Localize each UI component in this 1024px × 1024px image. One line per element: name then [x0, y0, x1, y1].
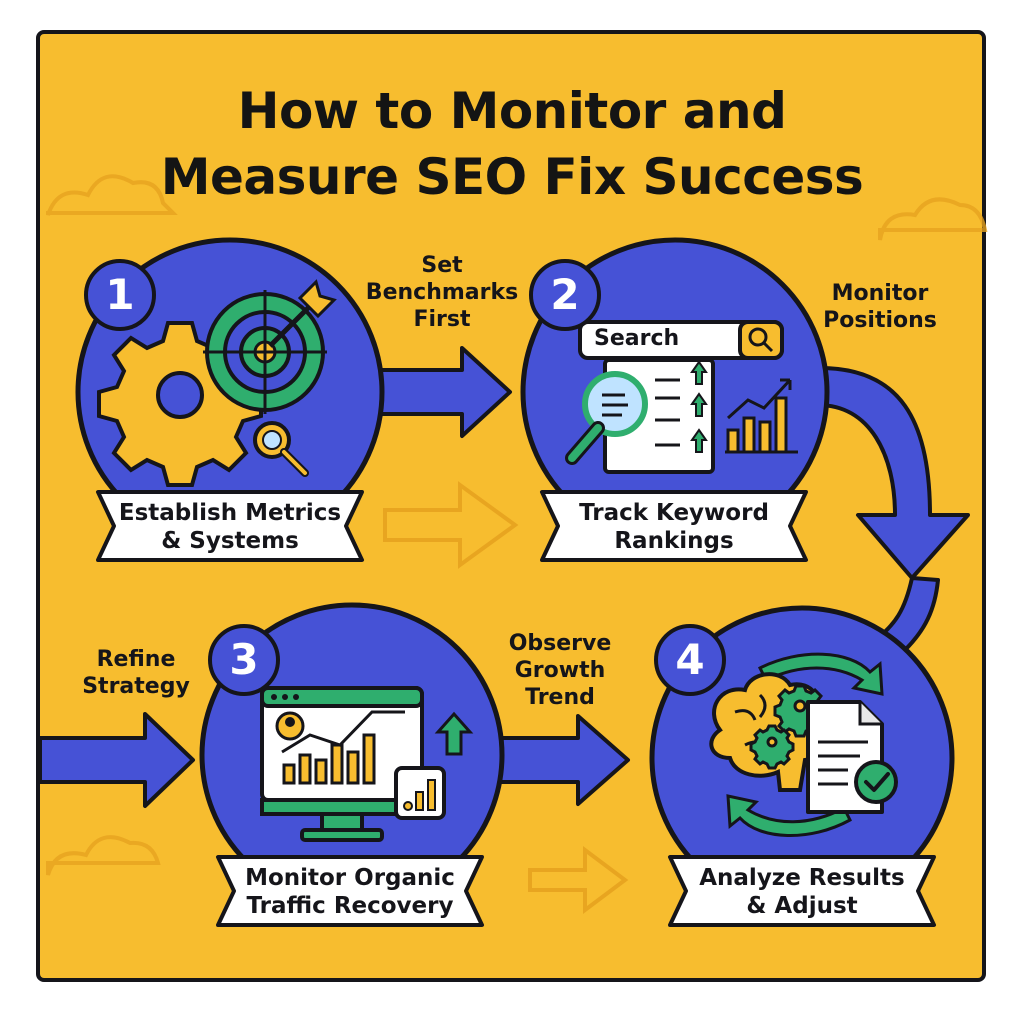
step-4-title-line-1: Analyze Results: [699, 865, 905, 891]
decor-arrow-icons: [383, 481, 629, 914]
connector-4-label-line-1: Refine: [96, 647, 176, 672]
connector-arrow-1: [370, 346, 512, 438]
step-3-banner: [216, 855, 484, 927]
target-icon: [203, 279, 337, 414]
page-title-line-2: Measure SEO Fix Success: [160, 148, 864, 206]
connector-arrow-3: [490, 714, 630, 806]
step-4-title: Analyze Results & Adjust: [680, 864, 924, 920]
monitor-chart-icon: [260, 686, 424, 842]
step-3-number: 3: [229, 635, 259, 684]
magnifier-icon: [253, 421, 309, 477]
analytics-tile-icon: [394, 766, 446, 820]
connector-3-label-line-1: Observe: [508, 631, 612, 656]
step-1-title: Establish Metrics & Systems: [108, 499, 352, 555]
step-3-title-line-1: Monitor Organic: [245, 865, 455, 891]
connector-3-label-line-3: Trend: [525, 685, 595, 710]
cycle-arrows-icon: [726, 652, 884, 837]
connector-1-label-line-1: Set: [421, 253, 463, 278]
step-2-title-line-1: Track Keyword: [579, 500, 769, 526]
connector-3-label-line-2: Growth: [514, 658, 606, 683]
step-1-title-line-1: Establish Metrics: [118, 500, 342, 526]
step-3-title-line-2: Traffic Recovery: [246, 893, 454, 919]
step-1-group: [75, 237, 385, 562]
step-4-badge: [654, 624, 726, 696]
step-4-title-line-2: & Adjust: [746, 893, 858, 919]
step-3-badge: [208, 624, 280, 696]
decor-cloud-icons: [46, 174, 988, 876]
connector-arrow-4: [38, 712, 195, 808]
step-1-number: 1: [105, 270, 135, 319]
connector-1-label-line-2: Benchmarks: [365, 280, 519, 305]
connector-arrow-2: [816, 366, 970, 580]
up-arrow-icon: [434, 711, 474, 756]
connector-4-label: Refine Strategy: [56, 646, 216, 700]
search-label: Search: [594, 326, 680, 351]
connector-2-label-line-2: Positions: [823, 308, 937, 333]
step-2-title-line-2: Rankings: [614, 528, 734, 554]
page-title-line-1: How to Monitor and: [237, 82, 787, 140]
step-3-title: Monitor Organic Traffic Recovery: [228, 864, 472, 920]
bar-chart-icon: [725, 378, 798, 454]
step-2-group: [520, 237, 830, 562]
step-4-group: [649, 605, 955, 927]
connector-3-label: Observe Growth Trend: [480, 630, 640, 711]
step-2-badge: [529, 259, 601, 331]
step-2-title: Track Keyword Rankings: [552, 499, 796, 555]
step-1-badge: [84, 259, 156, 331]
step-3-group: [199, 602, 505, 927]
step-4-banner: [668, 855, 936, 927]
step-4-number: 4: [675, 635, 705, 684]
step-2-banner: [540, 490, 808, 562]
connector-1-label: Set Benchmarks First: [352, 252, 532, 333]
connector-4-label-line-2: Strategy: [82, 674, 190, 699]
connector-2-label-line-1: Monitor: [831, 281, 929, 306]
ranking-list-icon: [565, 358, 715, 474]
step-2-number: 2: [550, 270, 580, 319]
report-check-icon: [806, 700, 898, 814]
step-1-title-line-2: & Systems: [161, 528, 299, 554]
connector-2-label: Monitor Positions: [800, 280, 960, 334]
step-1-banner: [96, 490, 364, 562]
connector-1-label-line-3: First: [413, 307, 471, 332]
